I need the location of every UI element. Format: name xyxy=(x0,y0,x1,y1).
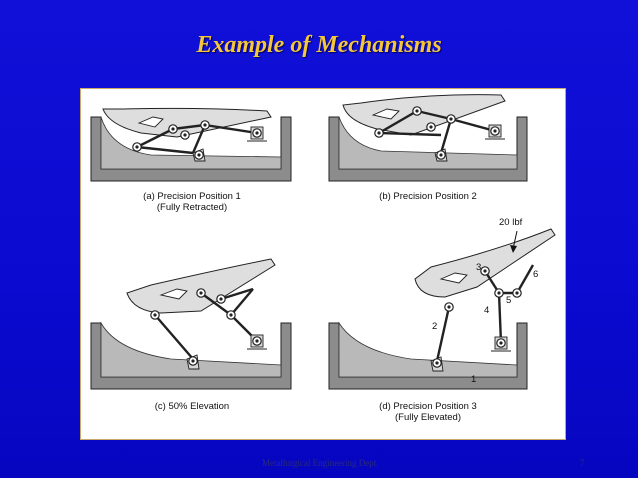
slide-title: Example of Mechanisms xyxy=(196,32,442,58)
mechanism-figure: (a) Precision Position 1 (Fully Retracte… xyxy=(80,88,566,440)
caption-c: (c) 50% Elevation xyxy=(127,401,257,412)
caption-d-line1: (d) Precision Position 3 xyxy=(379,401,477,412)
page-number: 7 xyxy=(580,458,585,468)
caption-d: (d) Precision Position 3 (Fully Elevated… xyxy=(363,401,493,423)
link-number-4: 4 xyxy=(484,305,490,316)
panel-b-drawing xyxy=(328,94,528,182)
link-number-2: 2 xyxy=(432,321,438,332)
caption-b: (b) Precision Position 2 xyxy=(363,191,493,202)
caption-d-line2: (Fully Elevated) xyxy=(395,412,461,423)
link-number-3: 3 xyxy=(476,262,482,273)
caption-c-line1: (c) 50% Elevation xyxy=(154,401,230,412)
footer-center: Metallurgical Engineering Dept. xyxy=(262,458,379,468)
load-label: 20 lbf xyxy=(499,217,523,228)
link-number-6: 6 xyxy=(533,269,539,280)
link-number-1: 1 xyxy=(471,374,477,385)
caption-b-line1: (b) Precision Position 2 xyxy=(379,191,477,202)
panel-d-drawing xyxy=(328,228,556,390)
link-number-5: 5 xyxy=(506,295,512,306)
caption-a-line1: (a) Precision Position 1 xyxy=(143,191,241,202)
panel-a-drawing xyxy=(90,107,292,182)
caption-a: (a) Precision Position 1 (Fully Retracte… xyxy=(127,191,257,213)
mechanism-drawing xyxy=(90,94,556,390)
panel-c-drawing xyxy=(90,258,292,390)
caption-a-line2: (Fully Retracted) xyxy=(156,202,228,213)
